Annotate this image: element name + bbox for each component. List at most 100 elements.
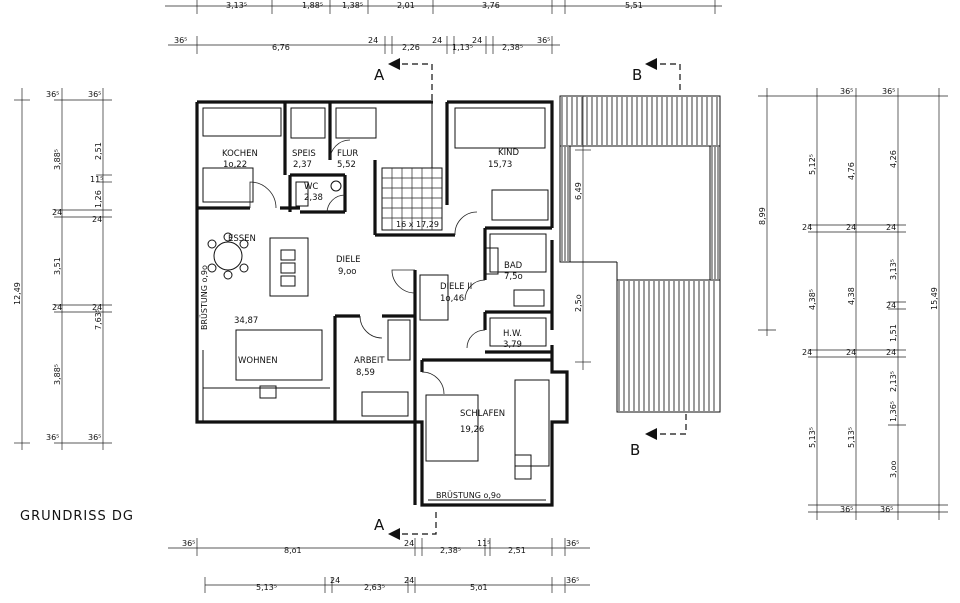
dim-right-a1: 6,49 [574,182,583,200]
dim-right-c4: 24 [802,223,812,232]
bottom-dimension-chains: 36⁵ 8,o1 24 2,38⁵ 11⁵ 2,51 36⁵ 5,13⁵ 24 … [168,538,590,593]
section-a-bottom: A [374,516,385,534]
dim-right-e9: 1,36⁵ [889,401,898,422]
dim-top2-1: 36⁵ [174,36,187,45]
dim-left-a1: 36⁵ [46,90,59,99]
dim-top-2: 1,88⁵ [302,1,323,10]
dim-top-4: 2,01 [397,1,415,10]
dim-right-e8: 2,13⁵ [889,371,898,392]
dim-bot2-4: 24 [404,576,414,585]
dim-right-e5: 24 [886,301,896,310]
dim-left-tick-2: 24 [52,303,62,312]
dim-right-f1: 15,49 [930,287,939,310]
dim-top2-8: 2,38⁵ [502,43,523,52]
dim-bot2-3: 2,63⁵ [364,583,385,592]
dim-right-c2: 4,38⁵ [808,289,817,310]
room-arbeit: ARBEIT [354,356,385,366]
top-dimension-chains: 3,13⁵ 1,88⁵ 1,38⁵ 2,01 3,76 5,51 36⁵ 6,7… [165,0,722,54]
dim-left-a2: 36⁵ [46,433,59,442]
room-kind: KIND [498,148,519,158]
dim-top2-7: 24 [472,36,482,45]
building-walls [195,100,569,507]
roof-terrace-hatching [559,95,721,413]
drawing-title: GRUNDRISS DG [20,509,134,524]
area-schlafen: 19,26 [460,425,484,435]
section-markers: A A B B [374,58,687,540]
dim-top-1: 3,13⁵ [226,1,247,10]
dim-top2-9: 36⁵ [537,36,550,45]
dim-bot1-5: 11⁵ [477,539,490,548]
dim-top2-6: 1,13⁵ [452,43,473,52]
dim-left-total: 12,49 [13,282,22,305]
dim-left-b1: 3,88⁵ [53,149,62,170]
room-bad: BAD [504,261,523,271]
dim-right-a2: 2,5o [574,294,583,312]
room-diele: DIELE [336,255,361,265]
dim-right-d2: 4,76 [847,162,856,180]
dim-left-b3: 3,88⁵ [53,364,62,385]
dim-bot1-6: 2,51 [508,546,526,555]
dim-right-d3: 24 [846,223,856,232]
area-kochen: 1o,22 [223,160,247,170]
area-diele: 9,oo [338,267,357,277]
dim-right-e2: 4,26 [889,150,898,168]
room-diele2: DIELE II [440,282,472,292]
dim-left-c8: 36⁵ [88,433,101,442]
area-arbeit: 8,59 [356,368,375,378]
dim-left-c7: 24 [92,303,102,312]
area-flur: 5,52 [337,160,356,170]
dim-bot2-6: 36⁵ [566,576,579,585]
dim-left-c2: 2,51 [94,142,103,160]
room-kochen: KOCHEN [222,149,258,159]
dim-bot1-3: 24 [404,539,414,548]
room-essen: ESSEN [228,234,256,244]
stair-label: 16 x 17,29 [396,220,439,229]
dim-left-c6: 7,63⁵ [94,309,103,330]
dim-left-b2: 3,51 [53,257,62,275]
dim-bot1-2: 8,o1 [284,546,302,555]
dim-right-d1: 36⁵ [840,87,853,96]
room-wc: WC [304,182,318,192]
dim-bot1-4: 2,38⁵ [440,546,461,555]
section-b-top: B [632,66,642,84]
room-hw: H.W. [503,329,522,339]
dim-right-c5: 24 [802,348,812,357]
dim-right-d6: 5,13⁵ [847,427,856,448]
area-diele2: 1o,46 [440,294,464,304]
label-brustung-left: BRÜSTUNG o,9o [199,265,209,330]
dim-left-c4: 1,26 [94,190,103,208]
room-flur: FLUR [337,149,358,159]
dim-bot2-1: 5,13⁵ [256,583,277,592]
section-b-bottom: B [630,441,640,459]
dim-right-c1: 5,12⁵ [808,154,817,175]
area-bad: 7,5o [504,272,523,282]
dim-bot1-1: 36⁵ [182,539,195,548]
dim-top-5: 3,76 [482,1,500,10]
area-speis: 2,37 [293,160,312,170]
staircase: 16 x 17,29 [381,102,443,231]
dim-bot2-2: 24 [330,576,340,585]
section-a-top: A [374,66,385,84]
dim-right-d4: 4,38 [847,287,856,305]
dim-left-c5: 24 [92,215,102,224]
dim-left-c1: 36⁵ [88,90,101,99]
area-wc: 2,38 [304,193,323,203]
dim-right-e1: 36⁵ [882,87,895,96]
dim-top2-4: 2,26 [402,43,420,52]
dim-left-tick-1: 24 [52,208,62,217]
furniture [202,107,550,480]
room-speis: SPEIS [292,149,316,159]
dim-bot1-7: 36⁵ [566,539,579,548]
left-dimension-chains: 12,49 36⁵ 36⁵ 3,88⁵ 3,51 3,88⁵ 24 24 36⁵… [13,88,112,450]
right-dimension-chains: 6,49 2,5o 8,99 5,12⁵ 4,38⁵ 5,13⁵ 24 24 3… [574,87,948,520]
door-swings [249,139,486,395]
area-kind: 15,73 [488,160,512,170]
dim-top2-3: 24 [368,36,378,45]
dim-top-3: 1,38⁵ [342,1,363,10]
dim-right-e11: 36⁵ [880,505,893,514]
dim-bot2-5: 5,o1 [470,583,488,592]
area-wohnen: 34,87 [234,316,258,326]
dim-right-d5: 24 [846,348,856,357]
dim-right-c3: 5,13⁵ [808,427,817,448]
